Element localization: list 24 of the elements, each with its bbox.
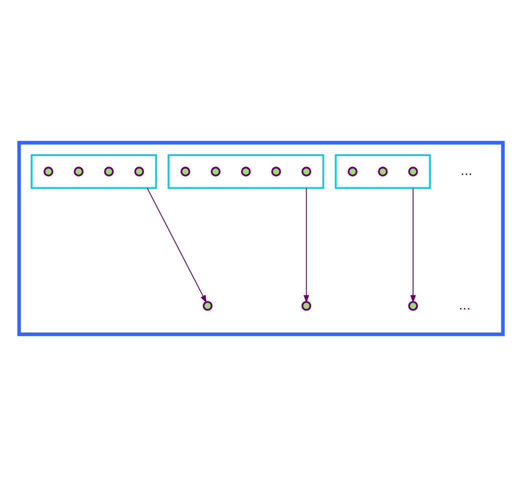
- arrow: [146, 188, 207, 304]
- cluster: [17, 140, 505, 336]
- node-circle: [241, 166, 251, 176]
- node-circle: [134, 166, 144, 176]
- cluster: [334, 154, 431, 189]
- label: ...: [460, 162, 472, 179]
- arrow: [410, 188, 416, 304]
- node-circle: [44, 166, 54, 176]
- label: ...: [458, 297, 471, 314]
- node-circle: [104, 166, 114, 176]
- node-circle: [301, 300, 312, 311]
- node-circle: [271, 166, 281, 176]
- cluster: [168, 154, 324, 189]
- cluster: [30, 154, 157, 189]
- node-circle: [74, 166, 84, 176]
- node-circle: [408, 300, 418, 311]
- node-circle: [210, 166, 221, 176]
- node-circle: [301, 166, 312, 176]
- node-circle: [202, 300, 213, 311]
- node-circle: [408, 166, 418, 176]
- node-circle: [180, 166, 190, 176]
- node-circle: [378, 166, 388, 176]
- arrow: [304, 188, 310, 304]
- node-circle: [348, 166, 358, 176]
